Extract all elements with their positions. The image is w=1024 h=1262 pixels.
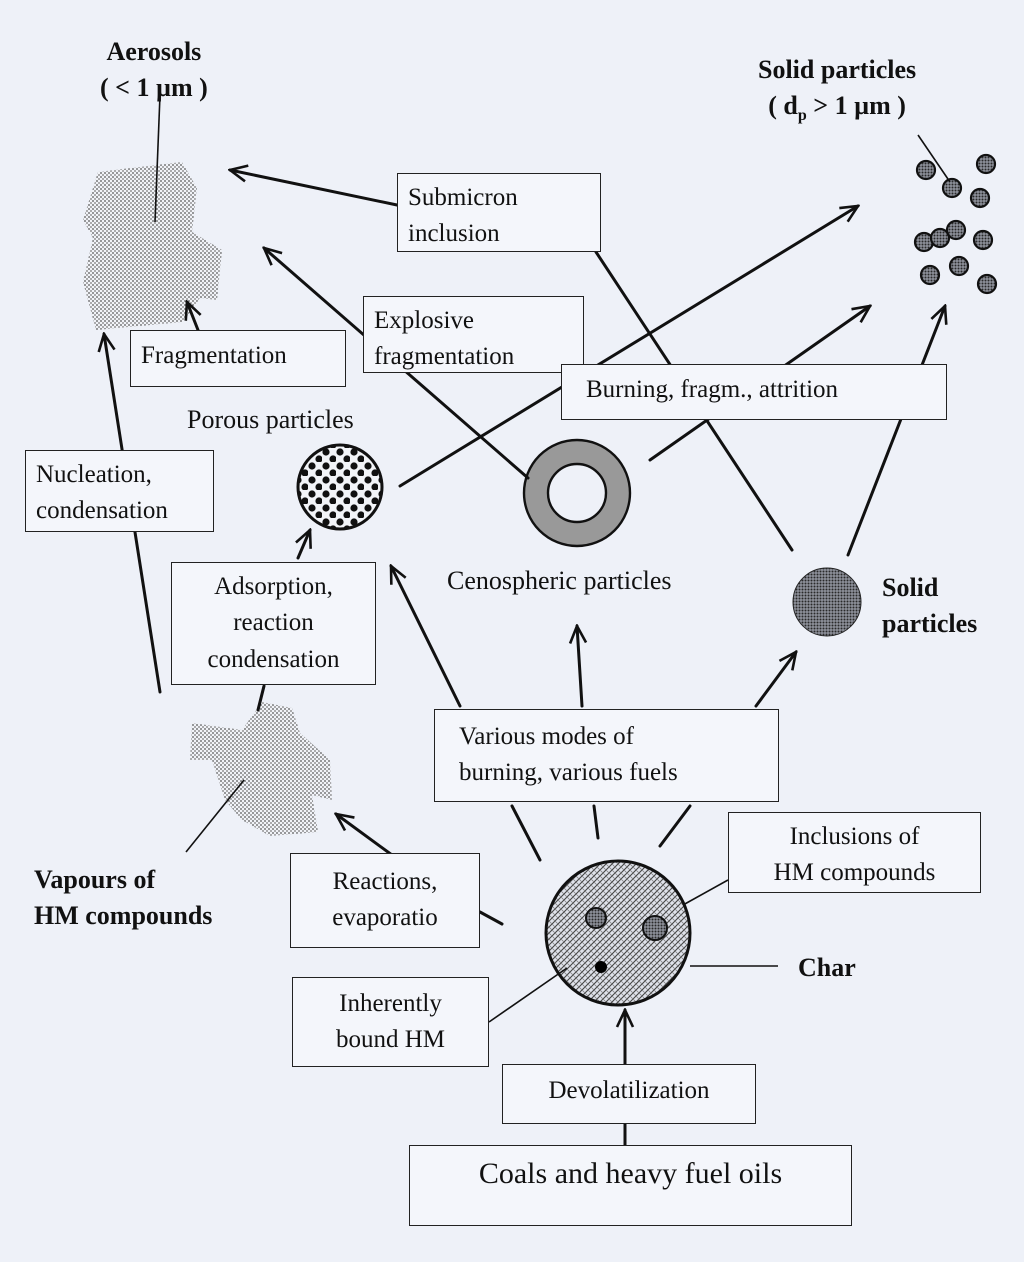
vapours-label: Vapours of HM compounds xyxy=(34,865,213,931)
solid-particles-mid-label: Solid particles xyxy=(882,573,978,639)
arrow-char-middle xyxy=(592,804,600,840)
arrow-char-right xyxy=(658,804,692,848)
nucleation-box: Nucleation, condensation xyxy=(25,450,214,532)
inclusions-box: Inclusions of HM compounds xyxy=(728,812,981,893)
arrow-burning-solid xyxy=(846,306,945,557)
adsorption-box: Adsorption, reaction condensation xyxy=(171,562,376,685)
inherent-connector xyxy=(488,967,568,1023)
coals-box: Coals and heavy fuel oils xyxy=(409,1145,852,1226)
vapour-cloud xyxy=(190,702,332,836)
arrow-fragmentation xyxy=(187,302,198,332)
inclusions-connector xyxy=(682,879,729,906)
vapour-pointer-line xyxy=(185,779,245,853)
aerosols-title: Aerosols xyxy=(106,37,202,66)
cenospheric-particle-inner-rim xyxy=(546,462,608,524)
inherent-hm-dot xyxy=(595,961,607,973)
arrow-adsorption-base xyxy=(256,684,266,712)
inclusion-left xyxy=(585,907,607,929)
cenospheric-particle xyxy=(524,440,630,546)
arrow-char-left xyxy=(510,804,542,862)
cenospheric-particle-rim xyxy=(522,438,632,548)
various-modes-box: Various modes of burning, various fuels xyxy=(434,709,779,802)
solid-particles-top-size: ( dp > 1 µm ) xyxy=(768,91,906,125)
reactions-box: Reactions, evaporatio xyxy=(290,853,480,948)
arrow-to-porous xyxy=(389,566,462,708)
arrow-to-solid xyxy=(754,652,796,708)
inclusion-right xyxy=(642,915,668,941)
char-label: Char xyxy=(798,953,856,982)
solid-particles-top-label: Solid particles ( dp > 1 µm ) xyxy=(758,52,916,128)
devolatilization-box: Devolatilization xyxy=(502,1064,756,1124)
arrow-adsorption xyxy=(298,530,310,560)
porous-particle xyxy=(296,443,384,531)
submicron-inclusion-box: Submicron inclusion xyxy=(397,173,601,252)
arrow-reactions-base xyxy=(478,910,504,926)
solid-particle xyxy=(792,567,862,637)
fragmentation-box: Fragmentation xyxy=(130,330,346,387)
char-particle xyxy=(544,859,692,1007)
porous-particles-label: Porous particles xyxy=(187,405,354,434)
solid-particle-cluster xyxy=(913,153,998,295)
explosive-fragmentation-box: Explosive fragmentation xyxy=(363,296,584,373)
aerosols-label: Aerosols ( < 1 µm ) xyxy=(100,34,208,107)
inherently-bound-box: Inherently bound HM xyxy=(292,977,489,1067)
cenospheric-particles-label: Cenospheric particles xyxy=(447,566,672,595)
arrow-reactions xyxy=(336,814,394,857)
solid-pointer-line xyxy=(917,134,951,183)
burning-box: Burning, fragm., attrition xyxy=(561,364,947,420)
aerosol-cloud xyxy=(83,162,222,330)
aerosol-pointer-line xyxy=(154,94,161,223)
arrow-to-cenosphere xyxy=(577,626,582,708)
solid-particles-top-title: Solid particles xyxy=(758,55,917,84)
aerosols-size: ( < 1 µm ) xyxy=(100,73,208,103)
arrow-submicron-to-aerosols xyxy=(230,170,399,207)
arrow-porous-to-solids xyxy=(398,206,858,488)
